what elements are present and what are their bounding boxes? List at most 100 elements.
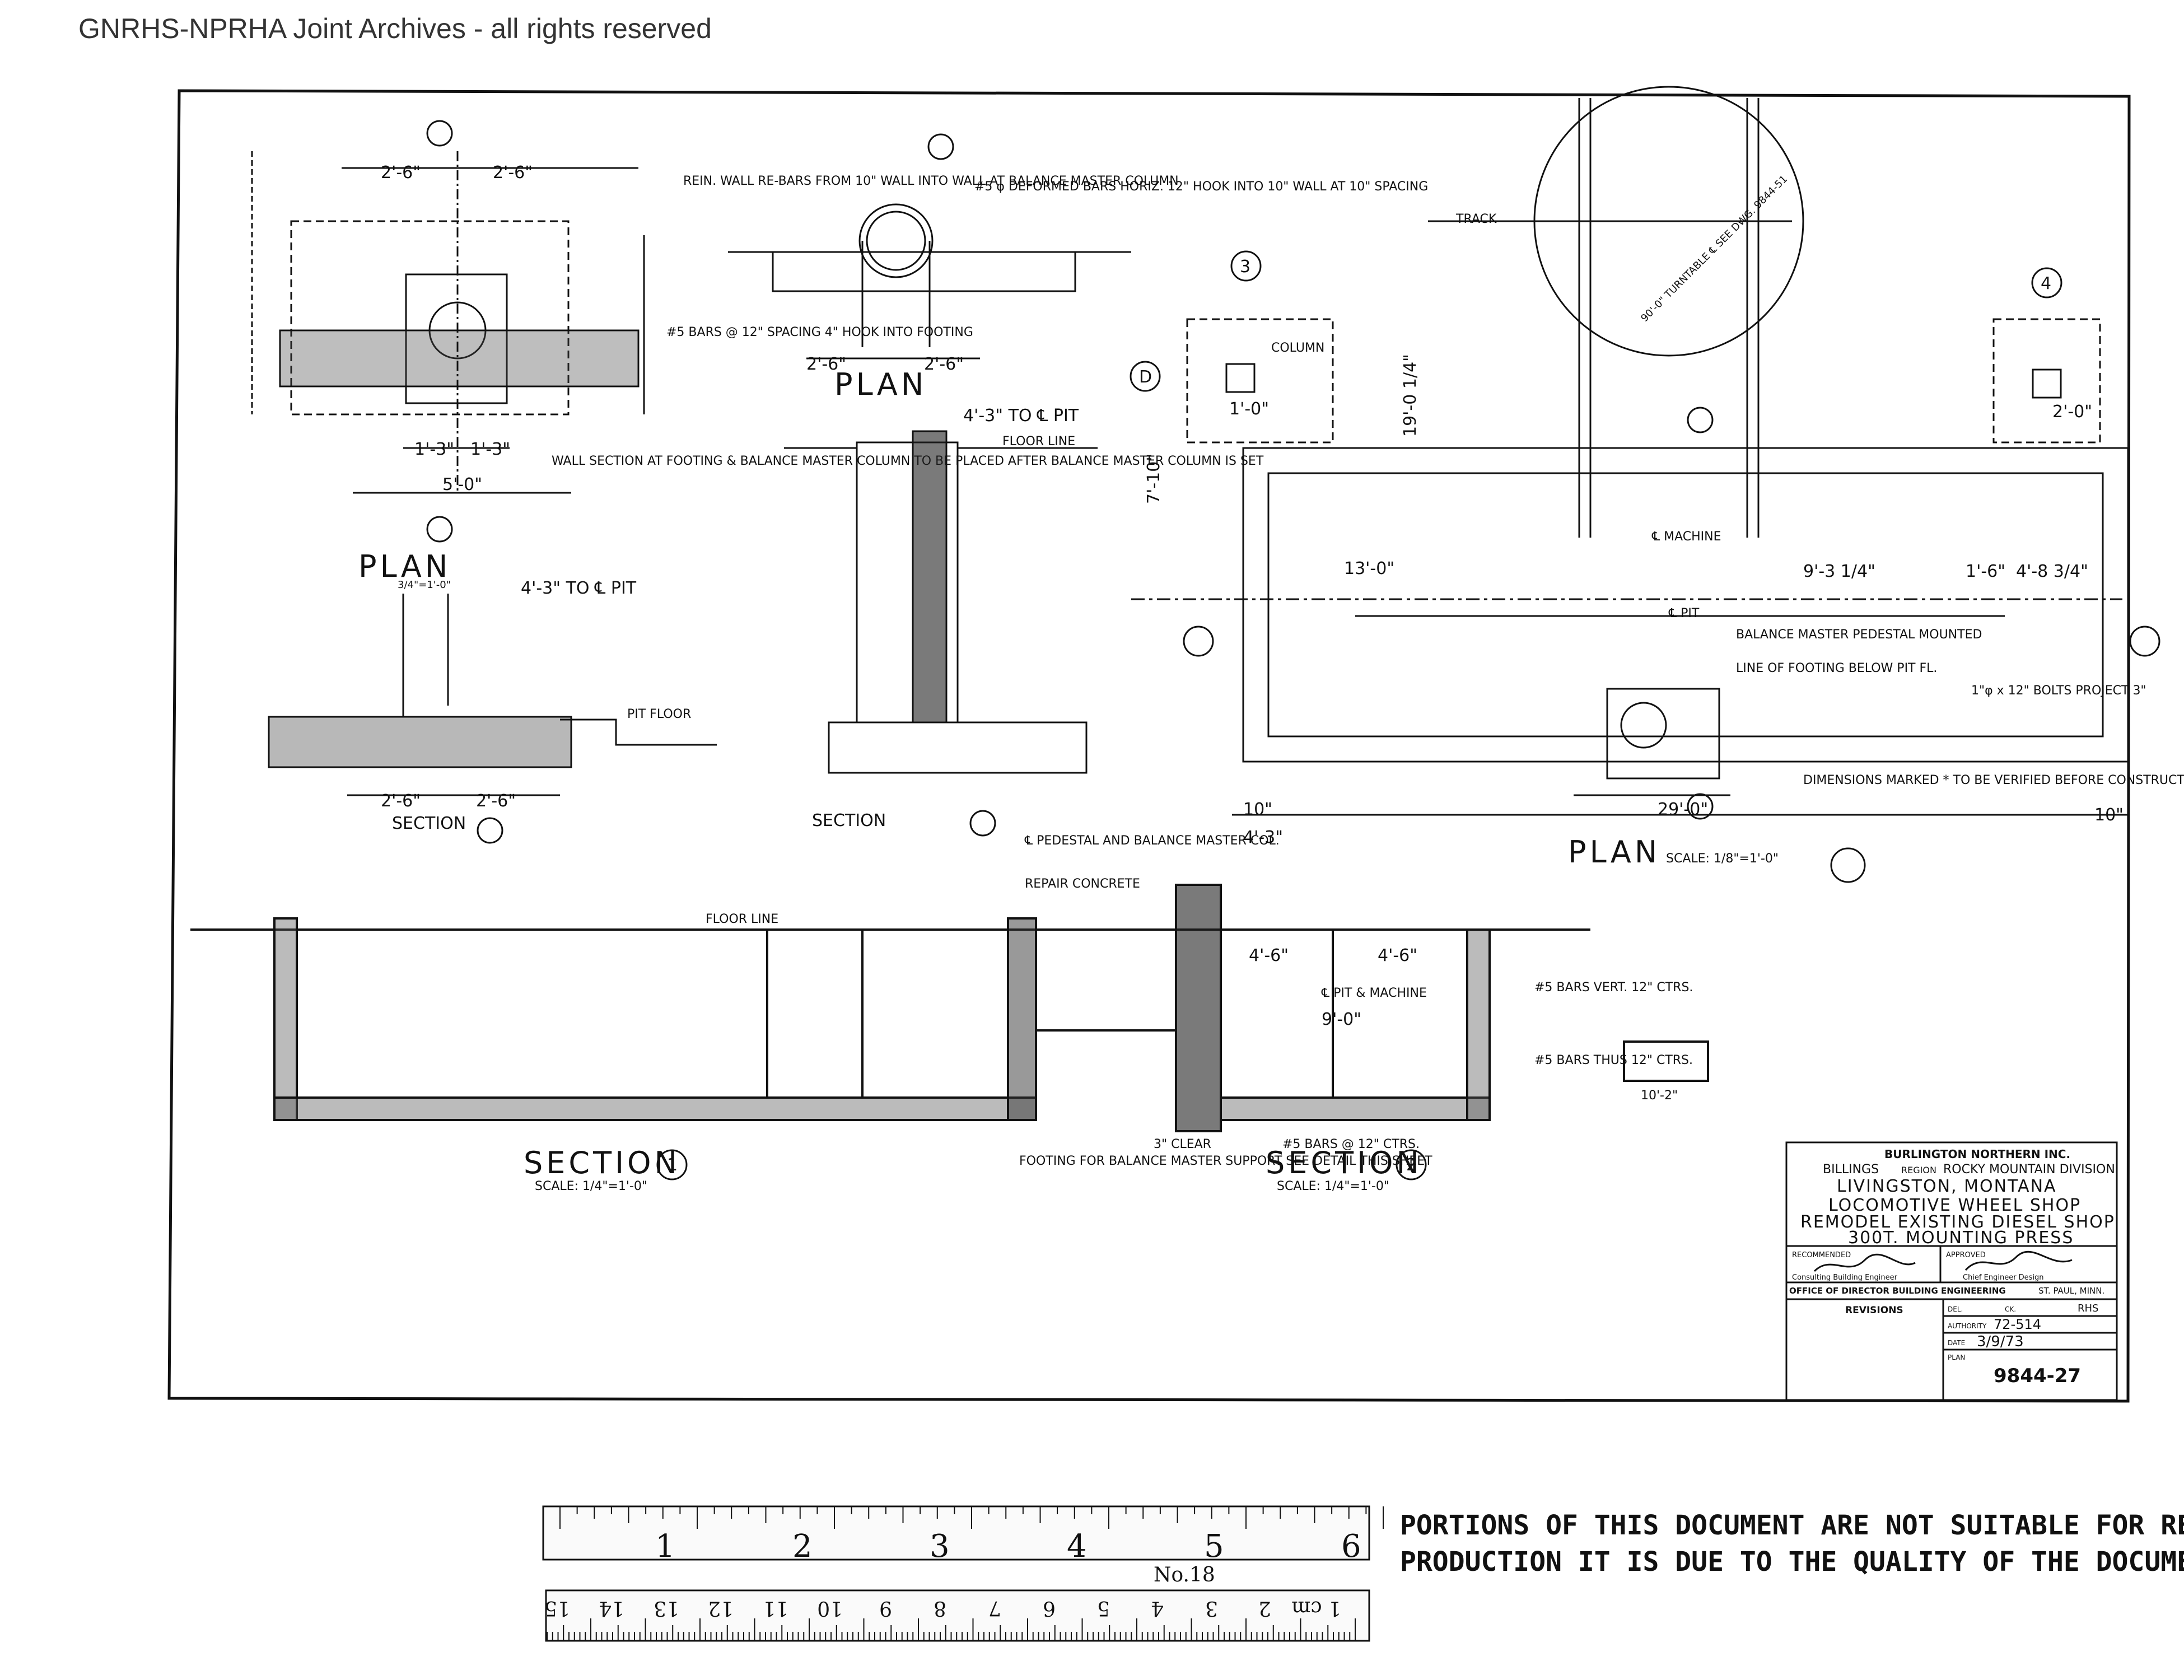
callout-bubble (1396, 1149, 1427, 1180)
dim-label: 9'-3 1/4" (1803, 562, 1875, 581)
dim-label: 4'-8 3/4" (2016, 562, 2088, 581)
dim-label: 4'-6" (1249, 946, 1289, 965)
ruler-cm-3: 3 (1205, 1597, 1218, 1620)
ruler-cm-6: 6 (1043, 1597, 1056, 1620)
dim-label: 10'-2" (1641, 1089, 1678, 1103)
top-left-plan (251, 151, 645, 494)
title-block (1785, 1141, 2118, 1401)
revisions-label: REVISIONS (1845, 1305, 1903, 1316)
section-2-scale: SCALE: 1/4"=1'-0" (1277, 1179, 1389, 1193)
ruler-cm-11: 11 (763, 1597, 788, 1620)
column-label: COLUMN (1271, 341, 1324, 355)
pit-floor-label: PIT FLOOR (627, 707, 691, 721)
plan-title-mid: PLAN (834, 367, 927, 402)
quality-notice-line-1: PORTIONS OF THIS DOCUMENT ARE NOT SUITAB… (1400, 1510, 2184, 1541)
callout-number-2: 2 (1406, 1155, 1417, 1175)
floor-line-label: FLOOR LINE (706, 912, 778, 926)
grid-bubble-4 (2031, 267, 2062, 298)
dim-label: 19'-0 1/4" (1401, 354, 1420, 437)
note-wall-section: WALL SECTION AT FOOTING & BALANCE MASTER… (552, 454, 1264, 468)
section-b-title: SECTION (812, 811, 886, 830)
dim-label: 1'-6" (1966, 562, 2005, 581)
ruler-inch-3: 3 (930, 1528, 950, 1565)
dim-label: 2'-6" (381, 791, 421, 811)
ruler-cm-9: 9 (879, 1597, 892, 1620)
plan-scale-left: 3/4"=1'-0" (398, 579, 451, 591)
ruler-cm-15: 15 (544, 1597, 570, 1620)
note-deformed-bars: #5 φ DEFORMED BARS HORIZ. 12" HOOK INTO … (974, 180, 1428, 194)
dim-label: 2'-6" (476, 791, 516, 811)
dim-label: 5'-0" (442, 475, 482, 494)
dim-label: 10" (2094, 805, 2124, 825)
ruler-cm-8: 8 (934, 1597, 946, 1620)
dim-label: 1'-0" (1229, 399, 1269, 419)
drawing-border (167, 89, 2131, 1403)
ruler-cm-10: 10 (817, 1597, 843, 1620)
pedestal-label: ℄ PEDESTAL AND BALANCE MASTER COL. (1024, 834, 1280, 848)
dim-label: 7'-10" (1144, 454, 1164, 504)
floor-line-label: FLOOR LINE (1002, 435, 1075, 449)
dim-label: 1'-3" (470, 440, 510, 459)
north-arrow-icon (1830, 847, 1866, 883)
dim-label: 4'-3" TO ℄ PIT (521, 578, 637, 598)
title-location: LIVINGSTON, MONTANA (1837, 1177, 2057, 1196)
bars-vert-label: #5 BARS VERT. 12" CTRS. (1534, 981, 1693, 995)
date-label: DATE (1948, 1339, 1965, 1347)
long-section (190, 884, 1709, 1132)
ruler-cm-12: 12 (708, 1597, 734, 1620)
approved-label: APPROVED (1946, 1251, 1986, 1259)
section-a-title: SECTION (392, 814, 466, 833)
title-line-2: REMODEL EXISTING DIESEL SHOP (1800, 1212, 2115, 1232)
plan-title-left: PLAN (358, 549, 451, 584)
balance-master-label: BALANCE MASTER PEDESTAL MOUNTED (1736, 628, 1982, 642)
city-label: ST. PAUL, MINN. (2038, 1286, 2104, 1296)
grid-label-4: 4 (2041, 274, 2051, 293)
main-plan (1131, 86, 2129, 816)
title-line-1: LOCOMOTIVE WHEEL SHOP (1828, 1196, 2081, 1215)
section-1-title: SECTION (524, 1145, 680, 1180)
repair-concrete-label: REPAIR CONCRETE (1025, 877, 1140, 891)
ruler-cm-2: 2 (1258, 1597, 1271, 1620)
section-b-detail (784, 430, 1098, 774)
dim-label: 10" (1243, 800, 1272, 819)
grid-label-3: 3 (1240, 257, 1250, 277)
authority-label: AUTHORITY (1948, 1322, 1987, 1330)
dim-label: 2'-0" (2052, 402, 2092, 422)
authority-value: 72-514 (1994, 1317, 2041, 1332)
section-1-scale: SCALE: 1/4"=1'-0" (535, 1179, 647, 1193)
bars-ctrs-label: #5 BARS @ 12" CTRS. (1282, 1137, 1420, 1151)
title-line-3: 300T. MOUNTING PRESS (1848, 1228, 2074, 1248)
approved-title: Chief Engineer Design (1963, 1273, 2044, 1282)
dimensions-note: DIMENSIONS MARKED * TO BE VERIFIED BEFOR… (1803, 773, 2184, 787)
del-label: DEL. (1948, 1305, 1963, 1313)
ruler-cm-13: 13 (654, 1597, 679, 1620)
callout-bubble (477, 817, 503, 844)
title-region-word: REGION (1901, 1165, 1936, 1175)
bolts-label: 1"φ x 12" BOLTS PROJECT 3" (1971, 684, 2146, 698)
ruler-inch-2: 2 (792, 1528, 813, 1565)
top-mid-detail (728, 203, 1131, 360)
dim-label: 9'-0" (1322, 1010, 1361, 1029)
callout-bubble (426, 120, 453, 147)
ruler-inch-1: 1 (655, 1528, 675, 1565)
callout-bubble (927, 133, 954, 160)
plan-value: 9844-27 (1994, 1365, 2081, 1387)
ruler-ticks (547, 1506, 1384, 1641)
dim-label: 4'-6" (1378, 946, 1417, 965)
dim-label: 2'-6" (381, 163, 421, 183)
archive-notice: GNRHS-NPRHA Joint Archives - all rights … (78, 13, 712, 44)
dim-label: 2'-6" (806, 354, 846, 374)
dim-label: 2'-6" (924, 354, 964, 374)
quality-notice-line-2: PRODUCTION IT IS DUE TO THE QUALITY OF T… (1400, 1546, 2184, 1578)
pit-label: ℄ PIT (1668, 606, 1700, 620)
title-division: ROCKY MOUNTAIN DIVISION (1943, 1163, 2115, 1177)
callout-bubble (1687, 407, 1714, 433)
office-label: OFFICE OF DIRECTOR BUILDING ENGINEERING (1789, 1286, 2006, 1296)
callout-bubble (1687, 793, 1714, 820)
callout-bubble (426, 516, 453, 543)
grid-label-d: D (1139, 367, 1152, 387)
dim-label: 29'-0" (1658, 800, 1708, 819)
plan-label: PLAN (1948, 1354, 1965, 1361)
grid-bubble-d (1130, 361, 1161, 392)
